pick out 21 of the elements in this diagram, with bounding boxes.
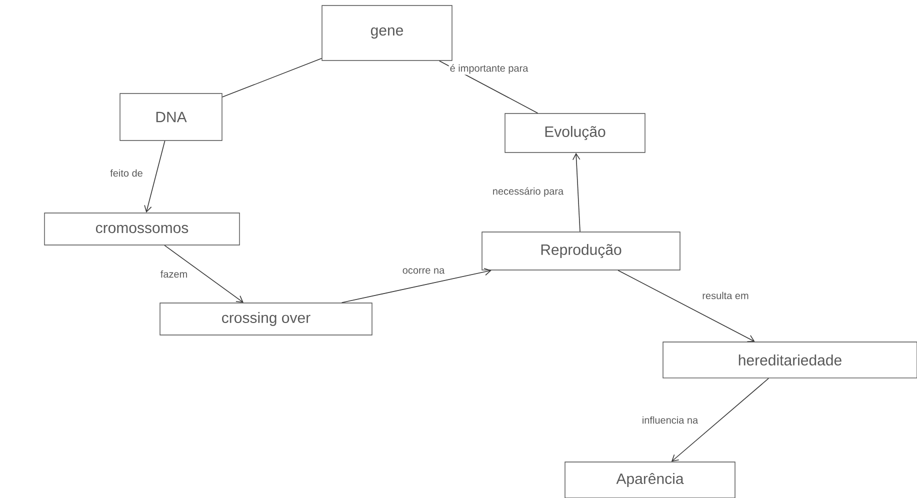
- arrow: [671, 378, 770, 462]
- concept-box: hereditariedade: [662, 342, 917, 378]
- arrow: [341, 268, 492, 304]
- arrow: [164, 244, 244, 303]
- arrow: [618, 270, 755, 342]
- edge-label: influencia na: [640, 415, 700, 425]
- concept-box: gene: [322, 5, 452, 61]
- arrow: [144, 140, 166, 213]
- concept-box: DNA: [120, 93, 222, 141]
- arrow: [572, 152, 580, 232]
- concept-box: crossing over: [160, 302, 372, 336]
- edge-label: fazem: [159, 269, 189, 279]
- edge-label: resulta em: [701, 290, 750, 300]
- edge-label: feito de: [109, 168, 144, 178]
- concept-box: Reprodução: [482, 232, 680, 270]
- edge-label: ocorre na: [401, 267, 446, 275]
- concept-box: cromossomos: [44, 212, 240, 246]
- concept-box: Evolução: [504, 113, 646, 153]
- edge-label: é importante para: [448, 63, 530, 75]
- edge-label: necessário para: [491, 186, 565, 198]
- concept-box: Aparência: [564, 462, 736, 498]
